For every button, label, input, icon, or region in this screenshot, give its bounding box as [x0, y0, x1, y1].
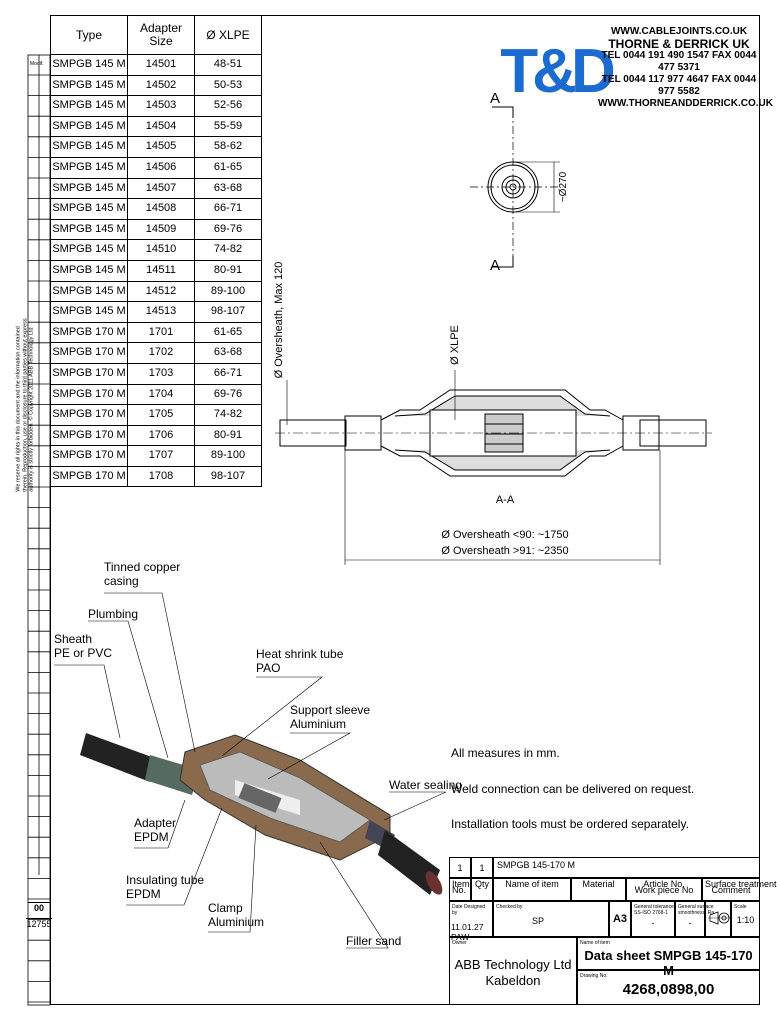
title-block: 1 1 SMPGB 145-170 M Item No. Qty Name of… — [449, 857, 777, 1005]
cell-type: SMPGB 170 M — [50, 342, 128, 364]
diameter-270: ~Ø270 — [558, 171, 569, 202]
company-name: THORNE & DERRICK UK — [608, 37, 750, 51]
header-adapter-size: Adapter Size — [127, 15, 195, 55]
cell-adapter-size: 14512 — [127, 280, 195, 303]
header-xlpe: Ø XLPE — [194, 15, 262, 55]
note-measures: All measures in mm. — [451, 746, 560, 760]
cell-adapter-size: 14505 — [127, 136, 195, 158]
company-url-1[interactable]: WWW.CABLEJOINTS.CO.UK — [610, 26, 748, 37]
company-url-2[interactable]: WWW.THORNEANDDERRICK.CO.UK — [598, 98, 773, 109]
company-tel-2: TEL 0044 117 977 4647 FAX 0044 977 5582 — [601, 74, 757, 97]
projection-symbol — [705, 901, 731, 937]
revision-number: 12755 — [26, 918, 52, 929]
label-sheath: Sheath PE or PVC — [54, 632, 113, 660]
joint-illustration — [80, 733, 443, 895]
company-info: WWW.CABLEJOINTS.CO.UK THORNE & DERRICK U… — [598, 26, 773, 110]
length-large: Ø Oversheath >91: ~2350 — [441, 545, 568, 557]
section-mark-bottom: A — [490, 257, 500, 274]
company-tel-1: TEL 0044 191 490 1547 FAX 0044 477 5371 — [601, 50, 757, 73]
section-mark-top: A — [490, 90, 500, 107]
revision-code: 00 — [28, 902, 50, 913]
end-view — [470, 106, 560, 270]
label-filler-sand: Filler sand — [346, 934, 402, 948]
label-adapter: Adapter EPDM — [134, 816, 177, 844]
cell-adapter-size: 14508 — [127, 198, 195, 220]
note-tools: Installation tools must be ordered separ… — [451, 817, 689, 831]
cell-xlpe: 66-71 — [194, 362, 262, 385]
cell-adapter-size: 1702 — [127, 342, 195, 364]
label-clamp: Clamp Aluminium — [208, 901, 265, 929]
section-view — [275, 370, 712, 565]
cell-xlpe: 80-91 — [194, 259, 262, 282]
section-label: A-A — [496, 494, 515, 506]
note-weld: Weld connection can be delivered on requ… — [451, 782, 695, 796]
length-small: Ø Oversheath <90: ~1750 — [441, 529, 568, 541]
label-insulating-tube: Insulating tube EPDM — [126, 873, 205, 901]
projection-icon — [708, 911, 730, 925]
oversheath-max-dim: Ø Oversheath, Max 120 — [273, 262, 285, 379]
cell-xlpe: 98-107 — [194, 465, 262, 488]
company-logo: T&D — [500, 37, 620, 106]
cell-type: SMPGB 145 M — [50, 95, 128, 117]
header-type: Type — [50, 15, 128, 55]
cell-type: SMPGB 145 M — [50, 198, 128, 220]
label-support-sleeve: Support sleeve Aluminium — [290, 703, 371, 731]
cell-type: SMPGB 145 M — [50, 136, 128, 158]
cell-xlpe: 69-76 — [194, 383, 262, 406]
cell-type: SMPGB 170 M — [50, 424, 128, 447]
label-water-sealing: Water sealing — [389, 778, 462, 792]
cell-adapter-size: 14506 — [127, 156, 195, 179]
logo-text: T&D — [500, 37, 614, 106]
tb-drawing-number: 4268,0898,00 — [622, 981, 715, 998]
tb-itemno: 1 — [449, 857, 471, 878]
label-heat-shrink: Heat shrink tube PAO — [256, 647, 344, 675]
cell-type: SMPGB 170 M — [50, 465, 128, 488]
cell-type: SMPGB 170 M — [50, 445, 128, 467]
revision-strip — [27, 54, 51, 1006]
cell-adapter-size: 14502 — [127, 74, 195, 97]
modif-label: Modif. — [30, 61, 44, 67]
cell-type: SMPGB 145 M — [50, 115, 128, 138]
table-header-row: Type Adapter Size Ø XLPE — [50, 15, 262, 55]
tb-owner: ABB Technology Ltd Kabeldon — [454, 957, 572, 988]
cell-type: SMPGB 145 M — [50, 239, 128, 261]
cell-type: SMPGB 145 M — [50, 74, 128, 97]
cell-xlpe: 58-62 — [194, 136, 262, 158]
tb-size: A3 — [609, 901, 631, 937]
tb-scale: 1:10 — [736, 915, 755, 925]
tb-item-name: SMPGB 145-170 M — [493, 857, 760, 878]
xlpe-dim: Ø XLPE — [449, 325, 461, 365]
cell-xlpe: 63-68 — [194, 177, 262, 200]
label-plumbing: Plumbing — [88, 607, 139, 621]
drawing-frame — [50, 15, 760, 1005]
tb-checked: SP — [532, 916, 545, 926]
cell-adapter-size: 1708 — [127, 465, 195, 488]
label-tinned-copper: Tinned copper casing — [104, 560, 181, 588]
tb-qty: 1 — [471, 857, 493, 878]
cell-type: SMPGB 170 M — [50, 362, 128, 385]
cell-type: SMPGB 145 M — [50, 156, 128, 179]
